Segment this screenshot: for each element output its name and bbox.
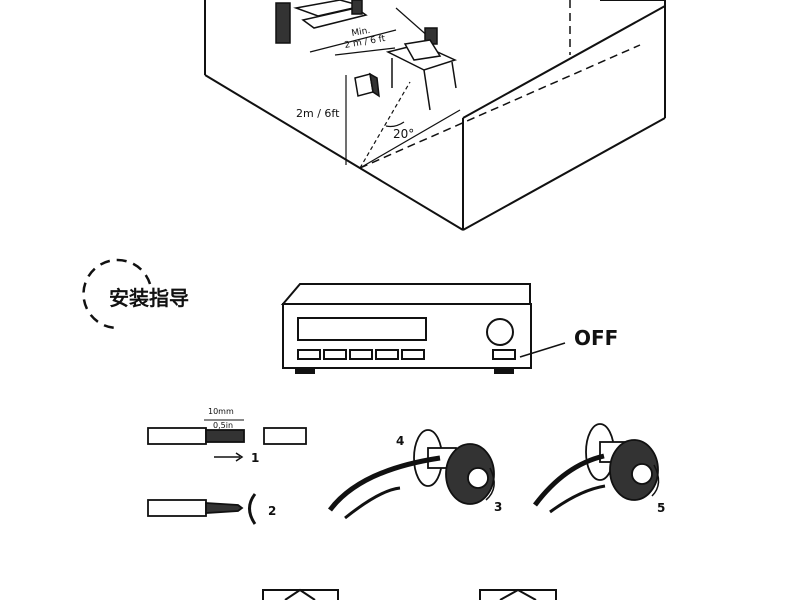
receiver-display — [297, 317, 427, 341]
receiver-top — [280, 283, 531, 305]
cable-a-lower — [344, 486, 401, 520]
table-leg-3 — [451, 61, 457, 89]
room-floor-left-edge — [204, 74, 464, 231]
section-header: 安装指导 — [82, 258, 189, 330]
off-pointer-line — [519, 342, 566, 358]
wire-jacket-2 — [147, 499, 207, 517]
off-label: OFF — [574, 326, 618, 350]
wire-strands-1 — [205, 429, 245, 443]
rotate-arrow-5 — [651, 464, 660, 497]
twist-arrow — [248, 493, 257, 525]
step4-number: 4 — [396, 434, 404, 448]
receiver-button-3 — [349, 349, 373, 360]
twisted-strands — [205, 502, 244, 514]
rear-speaker-side — [369, 72, 380, 98]
angle-label: 20° — [393, 127, 414, 141]
listener-line-2 — [334, 47, 396, 56]
binding-post-b — [533, 423, 660, 514]
min-distance-label-1: Min. — [351, 26, 371, 39]
section-title: 安装指导 — [109, 286, 189, 310]
wire-tip — [263, 427, 307, 445]
receiver-foot-right — [494, 367, 514, 374]
step2-number: 2 — [268, 504, 276, 518]
chair-back — [403, 39, 442, 61]
wire-jacket-1 — [147, 427, 207, 445]
bottom-figures — [262, 588, 557, 600]
rotate-arrow-3 — [485, 467, 495, 501]
wire-step-2 — [147, 493, 257, 525]
min-distance-arrow — [309, 29, 397, 53]
listener-seating — [385, 27, 458, 111]
receiver-button-2 — [323, 349, 347, 360]
receiver-button-5 — [401, 349, 425, 360]
dashed-floor-line — [359, 44, 641, 169]
room-floor-right-edge — [462, 117, 666, 231]
wire-step-1 — [147, 419, 307, 462]
tv-cabinet — [275, 0, 368, 44]
bottom-box-right — [479, 589, 557, 600]
post-knob-face-b — [631, 463, 653, 485]
bottom-box-left-diag — [284, 588, 316, 600]
step1-arrowhead — [235, 452, 244, 462]
table-leg-2 — [423, 69, 431, 111]
center-speaker — [351, 0, 363, 15]
av-receiver — [280, 283, 566, 374]
step5-number: 5 — [657, 501, 665, 515]
rear-speaker — [354, 72, 380, 98]
receiver-button-4 — [375, 349, 399, 360]
receiver-button-1 — [297, 349, 321, 360]
angle-arc — [385, 121, 405, 128]
front-speaker — [275, 2, 291, 44]
cable-a — [328, 455, 441, 512]
cable-b — [533, 453, 605, 507]
strip-length-in: 0,5in — [213, 421, 233, 430]
binding-post-a — [328, 429, 495, 520]
receiver-foot-left — [295, 367, 315, 374]
power-button — [492, 349, 516, 360]
measurement-lines — [309, 7, 461, 169]
angle-line-2 — [359, 109, 461, 169]
cabinet-top — [301, 7, 368, 29]
strip-length-mm: 10mm — [208, 407, 234, 416]
step1-number: 1 — [251, 451, 259, 465]
post-knob-face-a — [467, 467, 489, 489]
room-illustration — [204, 0, 666, 231]
volume-knob — [486, 318, 514, 346]
dashed-circle-badge — [82, 258, 152, 330]
cable-b-lower — [549, 484, 606, 514]
min-distance-label-2: 2 m / 6 ft — [344, 34, 387, 51]
step3-number: 3 — [494, 500, 502, 514]
angle-line-1 — [359, 81, 411, 169]
room-front-wall-top — [462, 5, 666, 119]
bottom-box-right-diag — [499, 588, 537, 600]
height-label: 2m / 6ft — [296, 107, 340, 120]
